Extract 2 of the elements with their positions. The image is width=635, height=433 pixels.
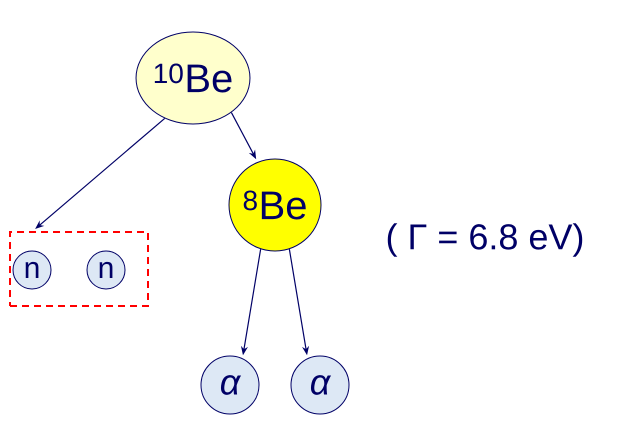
dashed-box [9,231,149,307]
width-label: ( Γ = 6.8 eV) [388,223,582,257]
